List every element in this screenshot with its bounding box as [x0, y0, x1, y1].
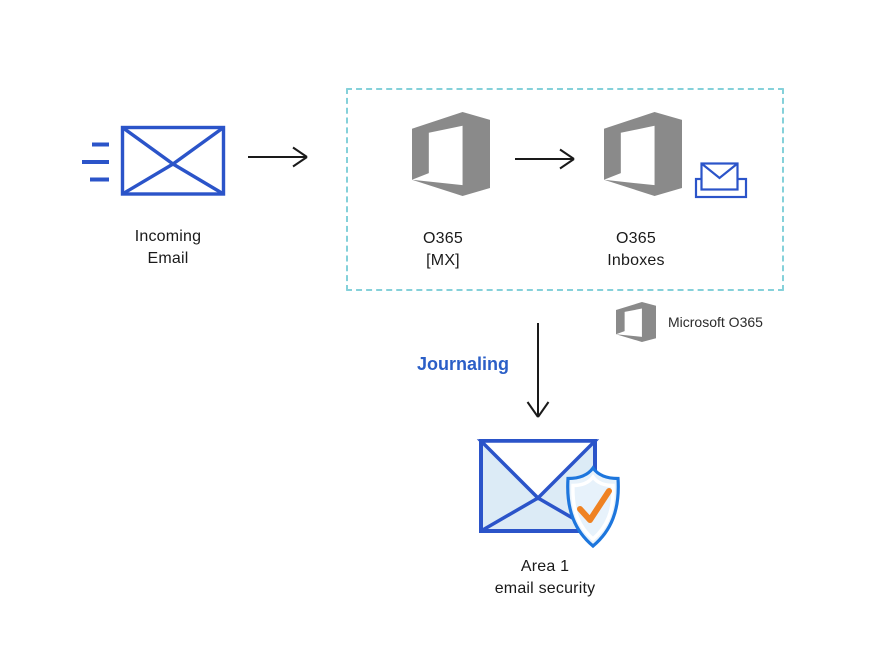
area1-shield [566, 465, 620, 549]
inbox-tray-icon [694, 162, 748, 199]
area1-label-line2: email security [494, 580, 596, 597]
incoming-email-label-line2: Email [147, 250, 189, 267]
office-365-logo-icon [412, 112, 490, 196]
area1-envelope-flap [476, 439, 600, 501]
o365-mx-label-line1: O365 [423, 230, 463, 247]
arrow-down-icon [526, 323, 550, 418]
office-365-logo-icon [616, 302, 656, 342]
o365-mx-label-line2: [MX] [426, 252, 460, 269]
office-365-logo-icon [604, 112, 682, 196]
envelope-shape [120, 125, 226, 196]
office-logo-inner [604, 125, 655, 186]
arrow-right-icon [248, 146, 308, 168]
office-logo-inner [616, 308, 642, 337]
envelope-send-icon [82, 125, 226, 196]
o365-boundary-box [346, 88, 784, 291]
inbox-envelope [700, 162, 739, 191]
office-logo-inner [412, 125, 463, 186]
o365-inboxes-label-line1: O365 [616, 230, 656, 247]
journaling-label: Journaling [416, 354, 509, 374]
incoming-email-label: Incoming Email [98, 226, 238, 270]
o365-inboxes-label: O365 Inboxes [576, 228, 696, 272]
legend-label: Microsoft O365 [668, 314, 763, 330]
speed-lines [82, 142, 109, 182]
envelope-shield-check-icon [476, 439, 620, 549]
incoming-email-label-line1: Incoming [134, 228, 202, 245]
legend: Microsoft O365 [616, 302, 763, 342]
o365-mx-label: O365 [MX] [383, 228, 503, 272]
area1-label: Area 1 email security [465, 556, 625, 600]
o365-inboxes-label-line2: Inboxes [607, 252, 665, 269]
area1-label-line1: Area 1 [520, 558, 570, 575]
arrow-right-icon [515, 148, 575, 170]
check-icon [577, 488, 612, 523]
